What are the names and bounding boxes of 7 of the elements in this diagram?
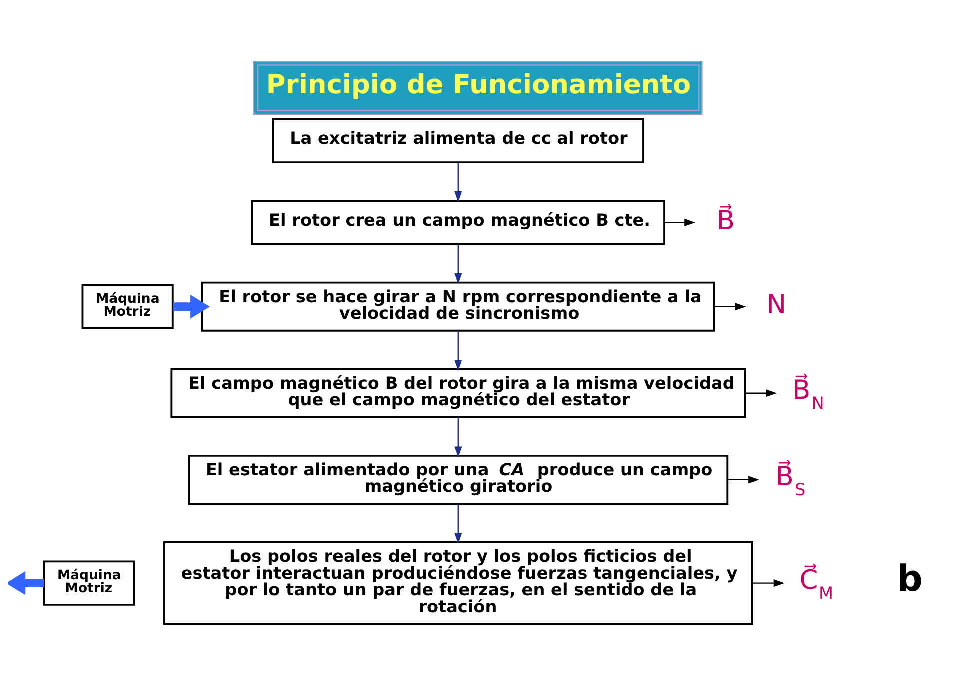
- node-text: B⃗$_{N}$: [792, 374, 824, 413]
- label: b: [897, 558, 923, 600]
- node-text: B⃗$_{S}$: [776, 461, 806, 500]
- node-text: B⃗: [716, 205, 735, 236]
- node-text: C⃗$_{M}$: [800, 564, 834, 603]
- node-text: N: [766, 290, 786, 321]
- diagram-title: Principio de Funcionamiento: [266, 70, 691, 101]
